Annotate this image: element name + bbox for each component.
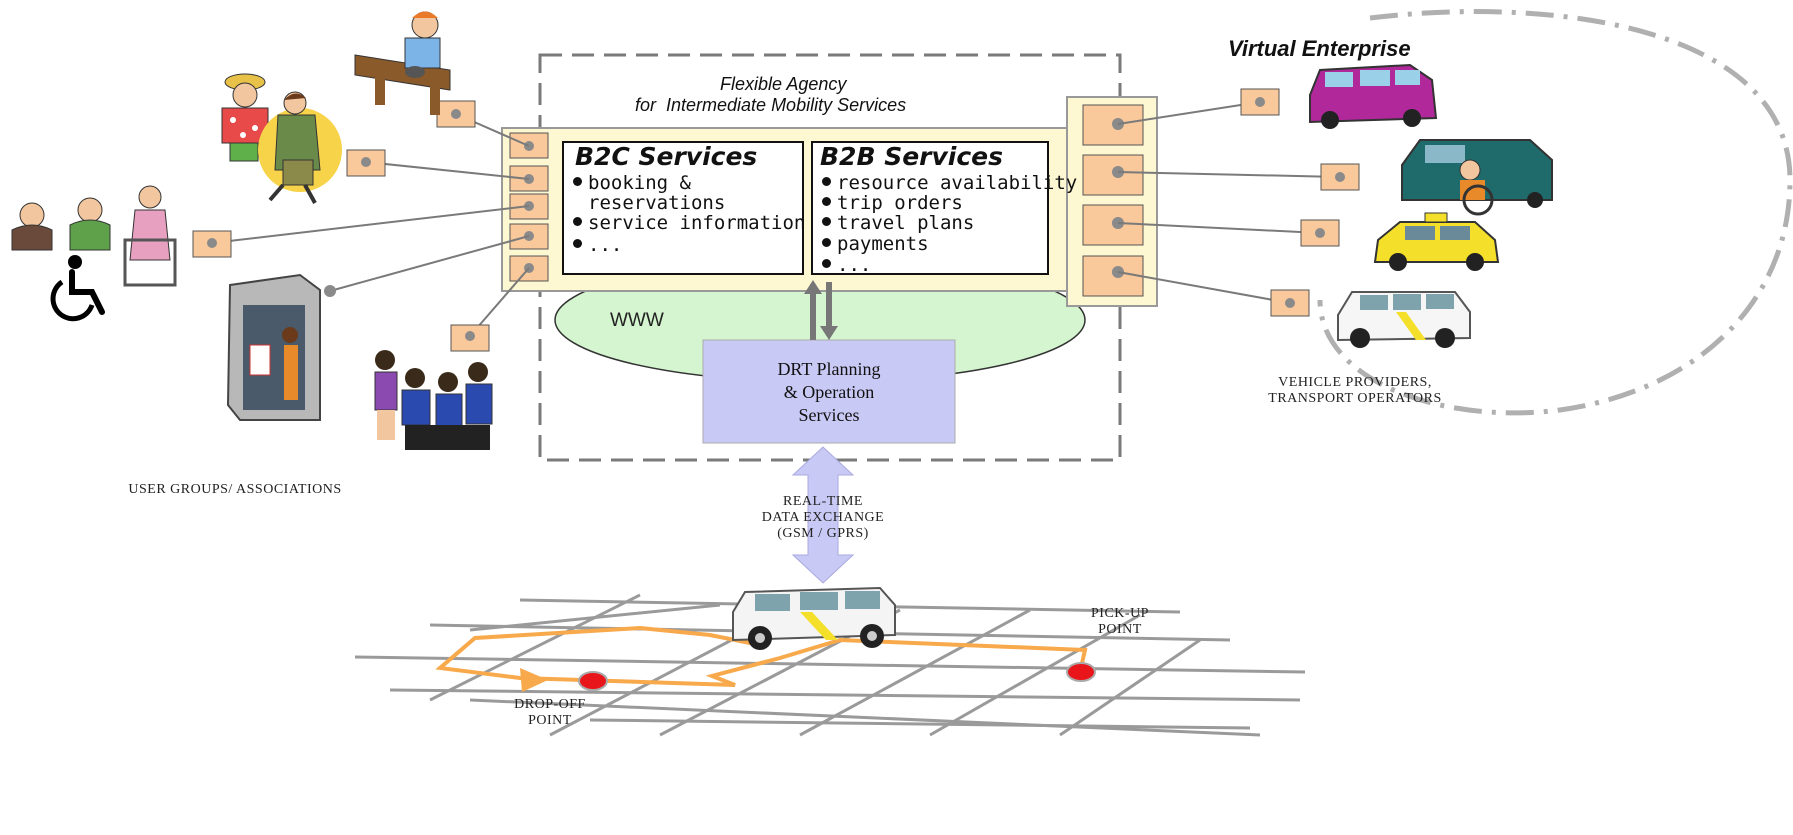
provider-connection-lines [1117,101,1341,304]
providers-caption-line2: TRANSPORT OPERATORS [1268,391,1442,406]
provider-ports [1240,88,1360,317]
dispatched-van-icon [732,586,896,650]
dropoff-caption-line2: POINT [528,713,572,728]
taxi-icon [1373,212,1500,271]
exchange-label-line3: (GSM / GPRS) [777,526,869,541]
white-van-icon [1337,291,1471,348]
dropoff-point-marker [578,671,608,691]
agency-title-line2: for Intermediate Mobility Services [635,95,907,115]
b2c-panel [562,141,804,275]
user-groups-caption: USER GROUPS/ ASSOCIATIONS [128,482,342,497]
phone-booth-icon [226,273,321,421]
b2b-item-more: ... [822,254,871,276]
b2c-item-more: ... [573,234,622,256]
drt-label-line2: & Operation [783,382,875,402]
b2c-heading: B2C Services [575,142,758,171]
dropoff-caption-line1: DROP-OFF [514,697,586,712]
b2b-item-travel-plans: travel plans [822,212,974,234]
pickup-point-marker [1066,662,1096,682]
providers-caption-line1: VEHICLE PROVIDERS, [1278,375,1432,390]
virtual-enterprise-boundary [1317,9,1793,416]
exchange-label-line1: REAL-TIME [783,494,863,509]
b2c-item-booking: booking & [573,172,691,194]
b2c-item-service-information: service information [573,212,805,234]
pickup-caption-line2: POINT [1098,622,1142,637]
route-arrowhead [520,668,548,692]
b2b-item-payments: payments [822,233,929,255]
b2b-heading: B2B Services [820,142,1004,171]
virtual-enterprise-title: Virtual Enterprise [1228,36,1411,61]
accessible-van-icon [1401,139,1553,216]
b2b-item-resource-availability: resource availability [822,172,1077,194]
tourist-icon [221,73,269,162]
drt-b2b-arrows [804,280,838,340]
drt-label-line1: DRT Planning [777,359,881,379]
b2b-item-trip-orders: trip orders [822,192,963,214]
elderly-group-icon [11,185,177,287]
exchange-label-line2: DATA EXCHANGE [761,510,885,525]
pickup-caption-line1: PICK-UP [1091,606,1149,621]
desk-phone-person-icon [354,11,451,115]
user-connection-lines [211,113,530,337]
b2b-panel [811,141,1049,275]
minivan-icon [1309,63,1438,129]
traveler-icon [258,91,342,204]
agency-title-line1: Flexible Agency [720,74,847,94]
drt-label-line3: Services [798,405,860,425]
www-label: WWW [610,310,664,331]
school-children-icon [374,350,493,450]
user-ports [192,100,490,352]
wheelchair-icon [50,255,105,322]
b2c-item-reservations: reservations [588,192,726,214]
realtime-exchange-arrow [791,446,855,584]
